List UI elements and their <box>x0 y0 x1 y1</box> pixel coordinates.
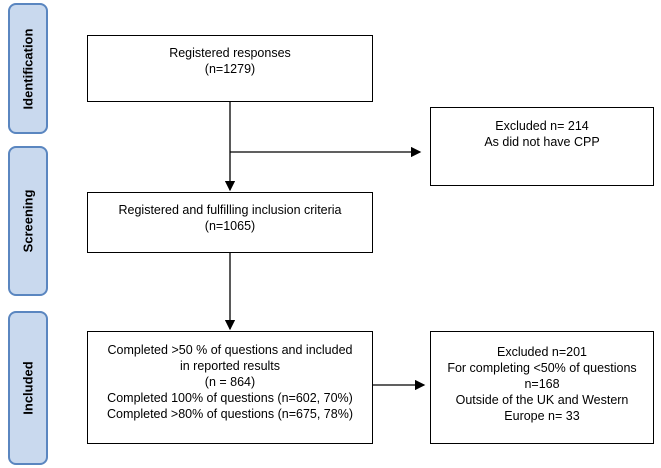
excluded-final-line-4: Outside of the UK and Western <box>455 393 629 407</box>
registered-responses-count: (n=1279) <box>204 62 256 76</box>
excluded-final-line-1: Excluded n=201 <box>496 345 587 359</box>
eligible-title: Registered and fulfilling inclusion crit… <box>118 203 342 217</box>
excluded-cpp-reason: As did not have CPP <box>484 135 600 149</box>
excluded-cpp-box: Excluded n= 214 As did not have CPP <box>430 107 654 186</box>
included-line-2: in reported results <box>179 359 281 373</box>
excluded-final-line-2: For completing <50% of questions <box>447 361 637 375</box>
excluded-final-line-5: Europe n= 33 <box>504 409 580 423</box>
registered-responses-title: Registered responses <box>169 46 291 60</box>
eligible-box: Registered and fulfilling inclusion crit… <box>87 192 373 253</box>
excluded-cpp-count: Excluded n= 214 <box>495 119 589 133</box>
registered-responses-box: Registered responses (n=1279) <box>87 35 373 102</box>
stage-identification: Identification <box>8 3 48 134</box>
included-line-3: (n = 864) <box>204 375 256 389</box>
included-line-5: Completed >80% of questions (n=675, 78%) <box>107 407 353 421</box>
included-line-4: Completed 100% of questions (n=602, 70%) <box>107 391 353 405</box>
excluded-final-box: Excluded n=201 For completing <50% of qu… <box>430 331 654 444</box>
included-box: Completed >50 % of questions and include… <box>87 331 373 444</box>
eligible-count: (n=1065) <box>204 219 256 233</box>
excluded-final-line-3: n=168 <box>524 377 560 391</box>
stage-screening: Screening <box>8 146 48 296</box>
stage-included: Included <box>8 311 48 465</box>
included-line-1: Completed >50 % of questions and include… <box>107 343 353 357</box>
